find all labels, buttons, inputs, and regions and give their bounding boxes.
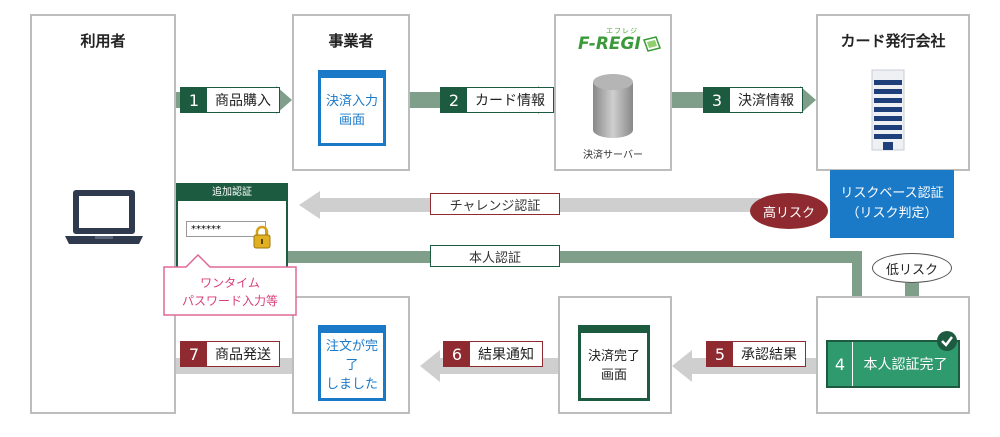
auth-window-title: 追加認証 (178, 185, 286, 201)
password-value: ****** (191, 224, 221, 235)
payment-input-screen: 決済入力 画面 (318, 70, 386, 146)
fregi-ruby: エフレジ (606, 27, 638, 35)
card-company-column-title: カード発行会社 (840, 32, 946, 50)
callout-text: ワンタイム パスワード入力等 (181, 276, 278, 308)
risk-based-auth-box: リスクベース認証 （リスク判定） (830, 170, 954, 238)
high-risk-badge: 高リスク (750, 193, 828, 229)
fregi-card-icon (643, 36, 661, 52)
lock-icon (253, 225, 271, 249)
arrow-identity (287, 251, 872, 316)
order-done-screen: 注文が完了 しました (318, 325, 386, 401)
merchant-bottom-column-2 (558, 296, 672, 414)
merchant-bottom-column-1 (292, 296, 410, 414)
fregi-logo: エフレジ F-REGI (568, 26, 664, 58)
building-icon (871, 69, 905, 151)
callout-bubble (163, 253, 297, 316)
low-risk-badge: 低リスク (872, 253, 952, 283)
laptop-icon (65, 190, 143, 244)
merchant-column-title: 事業者 (328, 32, 374, 50)
check-icon (937, 331, 957, 351)
auth-window: 追加認証 ****** (176, 183, 288, 269)
user-column-title: 利用者 (80, 32, 126, 50)
step-4-num: 4 (828, 342, 852, 386)
database-icon (593, 74, 633, 138)
step-4-label: 本人認証完了 (852, 342, 958, 386)
fregi-logo-text: F-REGI (578, 34, 641, 54)
identity-auth-label: 本人認証 (430, 245, 560, 267)
payment-done-screen: 決済完了 画面 (578, 325, 650, 401)
step-4: 4 本人認証完了 (826, 340, 960, 388)
challenge-auth-label: チャレンジ認証 (430, 193, 560, 215)
fregi-server-label: 決済サーバー (583, 150, 643, 161)
